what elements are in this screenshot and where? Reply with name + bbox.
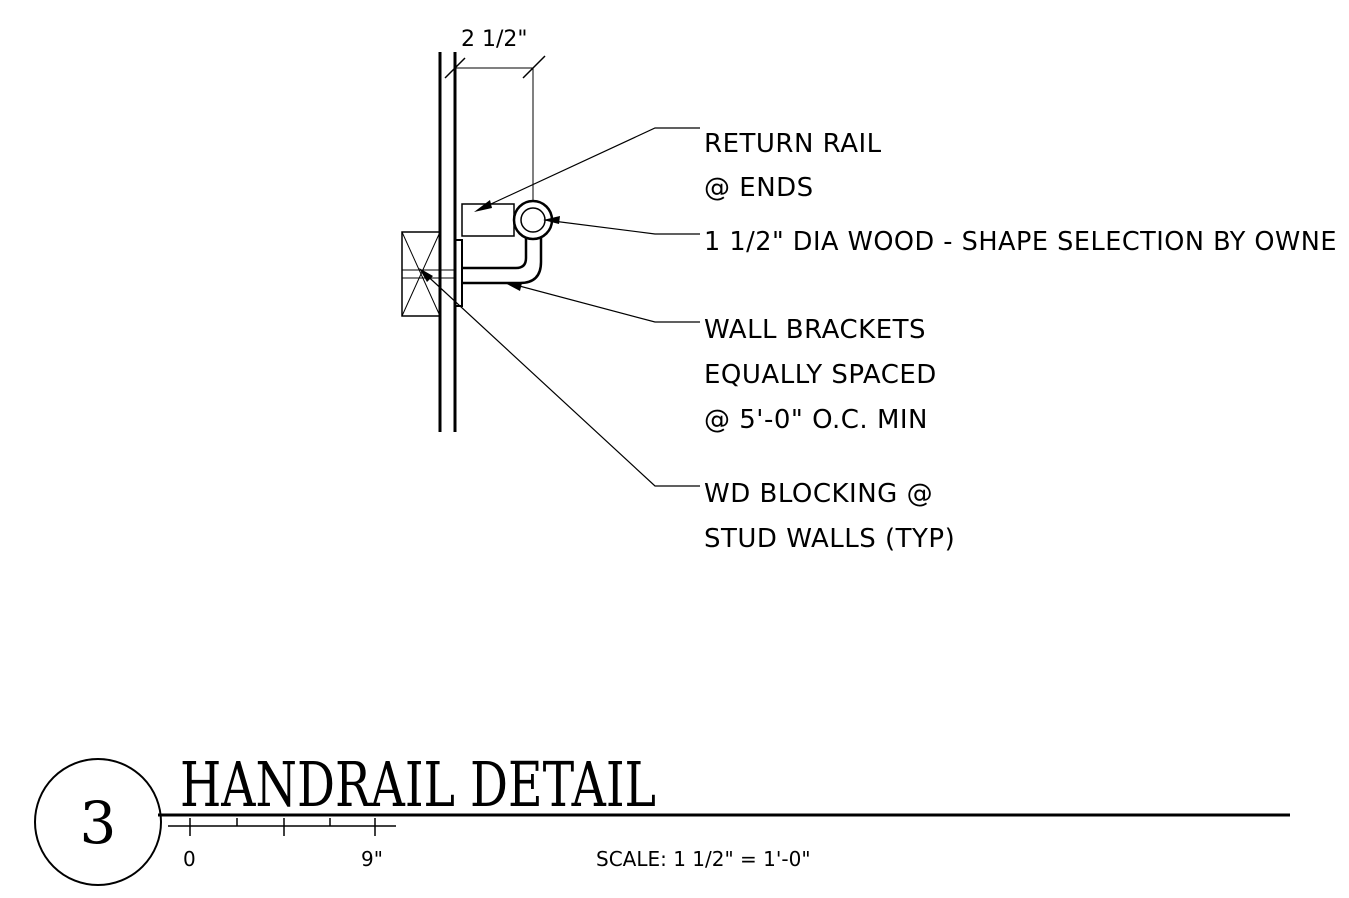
dimension-label: 2 1/2" bbox=[461, 27, 528, 52]
leader-rail-material bbox=[544, 219, 700, 235]
wall-bracket bbox=[454, 238, 543, 307]
leader-arrow bbox=[505, 283, 522, 291]
scale-bar-start-label: 0 bbox=[183, 847, 196, 871]
leader-arrow bbox=[419, 268, 433, 282]
dimension-tick bbox=[444, 57, 466, 79]
dimension-width: 2 1/2" bbox=[444, 27, 546, 200]
handrail-inner-circle bbox=[520, 207, 546, 233]
callout-line: WALL BRACKETS bbox=[704, 315, 926, 345]
bracket-arm-inner bbox=[462, 238, 528, 270]
callout-line: 1 1/2" DIA WOOD - SHAPE SELECTION BY OWN… bbox=[704, 227, 1337, 257]
leader-arrow bbox=[474, 200, 492, 212]
dimension-tick bbox=[522, 55, 546, 79]
scale-note: SCALE: 1 1/2" = 1'-0" bbox=[596, 847, 811, 871]
scale-bar: 0 9" bbox=[168, 818, 396, 871]
leader-arrow bbox=[543, 216, 560, 224]
callout-wall-brackets: WALL BRACKETS EQUALLY SPACED @ 5'-0" O.C… bbox=[704, 315, 937, 435]
wall bbox=[438, 52, 457, 432]
callout-line: @ ENDS bbox=[704, 173, 814, 203]
scale-bar-end-label: 9" bbox=[361, 847, 383, 871]
title-block: 3 HANDRAIL DETAIL 0 9" SCALE: 1 1/2" = 1… bbox=[34, 748, 1290, 886]
blocking-cross bbox=[401, 231, 441, 317]
callout-rail-material: 1 1/2" DIA WOOD - SHAPE SELECTION BY OWN… bbox=[704, 227, 1337, 257]
leader-return-rail bbox=[477, 127, 700, 211]
bracket-plate bbox=[454, 239, 463, 307]
bracket-arm-outer bbox=[462, 238, 543, 285]
detail-title: HANDRAIL DETAIL bbox=[180, 748, 656, 821]
callout-blocking: WD BLOCKING @ STUD WALLS (TYP) bbox=[704, 479, 955, 554]
callout-line: EQUALLY SPACED bbox=[704, 360, 937, 390]
callout-return-rail: RETURN RAIL @ ENDS bbox=[704, 129, 882, 203]
detail-number: 3 bbox=[80, 789, 117, 857]
callout-line: RETURN RAIL bbox=[704, 129, 882, 159]
leader-blocking bbox=[420, 269, 700, 487]
blocking-box bbox=[401, 231, 441, 317]
leader-wall-brackets bbox=[507, 282, 700, 323]
detail-number-bubble bbox=[34, 758, 162, 886]
callout-line: WD BLOCKING @ bbox=[704, 479, 933, 509]
callout-line: @ 5'-0" O.C. MIN bbox=[704, 405, 928, 435]
callout-line: STUD WALLS (TYP) bbox=[704, 524, 955, 554]
leaders bbox=[419, 127, 700, 487]
wood-blocking bbox=[401, 231, 455, 317]
